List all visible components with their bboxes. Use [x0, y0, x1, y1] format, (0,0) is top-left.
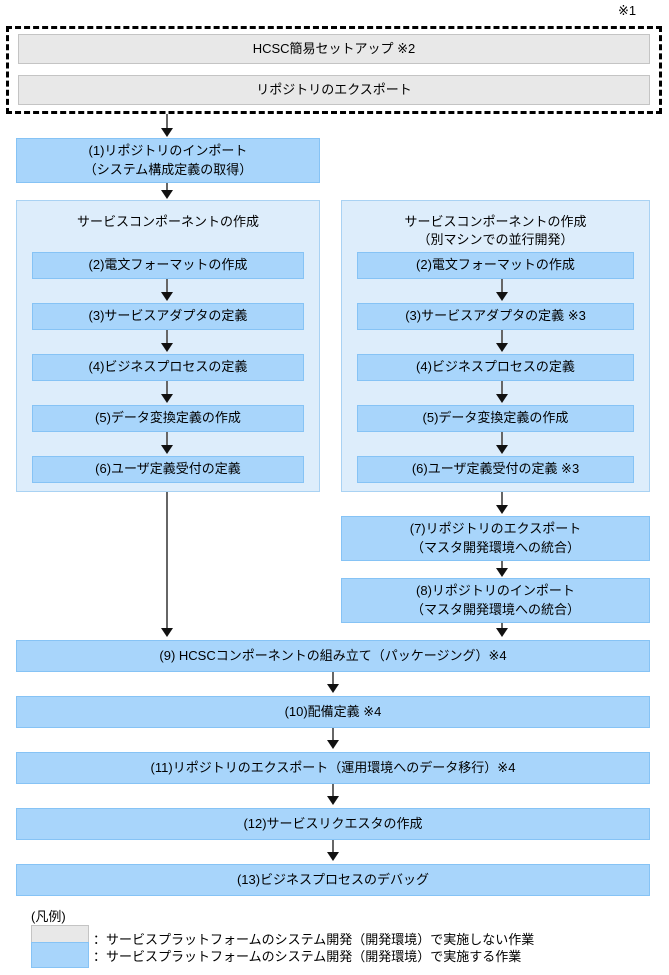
connector-line-left-5-6: [166, 432, 168, 452]
step-11-repository-export-migration[interactable]: (11)リポジトリのエクスポート（運用環境へのデータ移行）※4: [16, 752, 650, 784]
step-repository-export-prep[interactable]: リポジトリのエクスポート: [18, 75, 650, 105]
step-8-repository-import[interactable]: (8)リポジトリのインポート （マスタ開発環境への統合）: [341, 578, 650, 623]
connector-arrow-left-4-5: [161, 394, 173, 403]
connector-arrow-right-panel-to-step7: [496, 505, 508, 514]
connector-arrow-left-2-3: [161, 292, 173, 301]
left-step-5-data-transform[interactable]: (5)データ変換定義の作成: [32, 405, 304, 432]
step-1-repository-import[interactable]: (1)リポジトリのインポート （システム構成定義の取得）: [16, 138, 320, 183]
connector-arrow-step1-to-left-panel: [161, 190, 173, 199]
right-step-6-user-defined-reception[interactable]: (6)ユーザ定義受付の定義 ※3: [357, 456, 634, 483]
connector-line-right-4-5: [501, 381, 503, 401]
left-step-3-service-adapter[interactable]: (3)サービスアダプタの定義: [32, 303, 304, 330]
connector-line-step1-to-left-panel: [166, 183, 168, 192]
step-hcsc-simple-setup[interactable]: HCSC簡易セットアップ ※2: [18, 34, 650, 64]
connector-arrow-step10-to-step11: [327, 740, 339, 749]
step-7-repository-export[interactable]: (7)リポジトリのエクスポート （マスタ開発環境への統合）: [341, 516, 650, 561]
connector-arrow-left-panel-to-step9: [161, 628, 173, 637]
right-step-3-service-adapter[interactable]: (3)サービスアダプタの定義 ※3: [357, 303, 634, 330]
step-10-deployment-definition[interactable]: (10)配備定義 ※4: [16, 696, 650, 728]
step-13-business-process-debug[interactable]: (13)ビジネスプロセスのデバッグ: [16, 864, 650, 896]
right-panel-title: サービスコンポーネントの作成 （別マシンでの並行開発）: [404, 214, 587, 248]
connector-arrow-right-5-6: [496, 445, 508, 454]
step-9-hcsc-component-assembly[interactable]: (9) HCSCコンポーネントの組み立て（パッケージング）※4: [16, 640, 650, 672]
legend-title: (凡例): [31, 909, 66, 924]
connector-line-step11-to-step12: [332, 784, 334, 802]
legend-text-performed: ：サービスプラットフォームのシステム開発（開発環境）で実施する作業: [93, 949, 522, 964]
connector-arrow-prep-to-step1: [161, 128, 173, 137]
left-step-2-message-format[interactable]: (2)電文フォーマットの作成: [32, 252, 304, 279]
connector-line-right-5-6: [501, 432, 503, 452]
connector-line-right-panel-to-step7: [501, 492, 503, 512]
connector-line-right-3-4: [501, 330, 503, 350]
connector-line-right-2-3: [501, 279, 503, 299]
legend-text-not-performed: ：サービスプラットフォームのシステム開発（開発環境）で実施しない作業: [93, 932, 535, 947]
connector-line-left-4-5: [166, 381, 168, 401]
step-12-service-requester-creation[interactable]: (12)サービスリクエスタの作成: [16, 808, 650, 840]
left-step-4-business-process[interactable]: (4)ビジネスプロセスの定義: [32, 354, 304, 381]
connector-line-left-3-4: [166, 330, 168, 350]
left-panel-title: サービスコンポーネントの作成: [76, 214, 259, 229]
connector-line-step9-to-step10: [332, 672, 334, 690]
connector-line-left-panel-to-step9: [166, 492, 168, 634]
connector-arrow-left-3-4: [161, 343, 173, 352]
connector-line-step10-to-step11: [332, 728, 334, 746]
connector-arrow-left-5-6: [161, 445, 173, 454]
connector-arrow-step11-to-step12: [327, 796, 339, 805]
connector-line-step7-to-step8: [501, 561, 503, 574]
connector-arrow-right-2-3: [496, 292, 508, 301]
connector-arrow-step8-to-step9: [496, 628, 508, 637]
right-service-component-panel: サービスコンポーネントの作成 （別マシンでの並行開発）: [341, 200, 650, 492]
connector-arrow-right-3-4: [496, 343, 508, 352]
note-marker-1: ※1: [618, 3, 637, 18]
connector-line-prep-to-step1: [166, 114, 168, 131]
right-step-4-business-process[interactable]: (4)ビジネスプロセスの定義: [357, 354, 634, 381]
legend-swatch-performed: [31, 942, 89, 968]
left-step-6-user-defined-reception[interactable]: (6)ユーザ定義受付の定義: [32, 456, 304, 483]
connector-arrow-step9-to-step10: [327, 684, 339, 693]
connector-line-left-2-3: [166, 279, 168, 299]
right-step-2-message-format[interactable]: (2)電文フォーマットの作成: [357, 252, 634, 279]
connector-arrow-step12-to-step13: [327, 852, 339, 861]
connector-line-step12-to-step13: [332, 840, 334, 858]
right-step-5-data-transform[interactable]: (5)データ変換定義の作成: [357, 405, 634, 432]
connector-arrow-step7-to-step8: [496, 568, 508, 577]
connector-arrow-right-4-5: [496, 394, 508, 403]
